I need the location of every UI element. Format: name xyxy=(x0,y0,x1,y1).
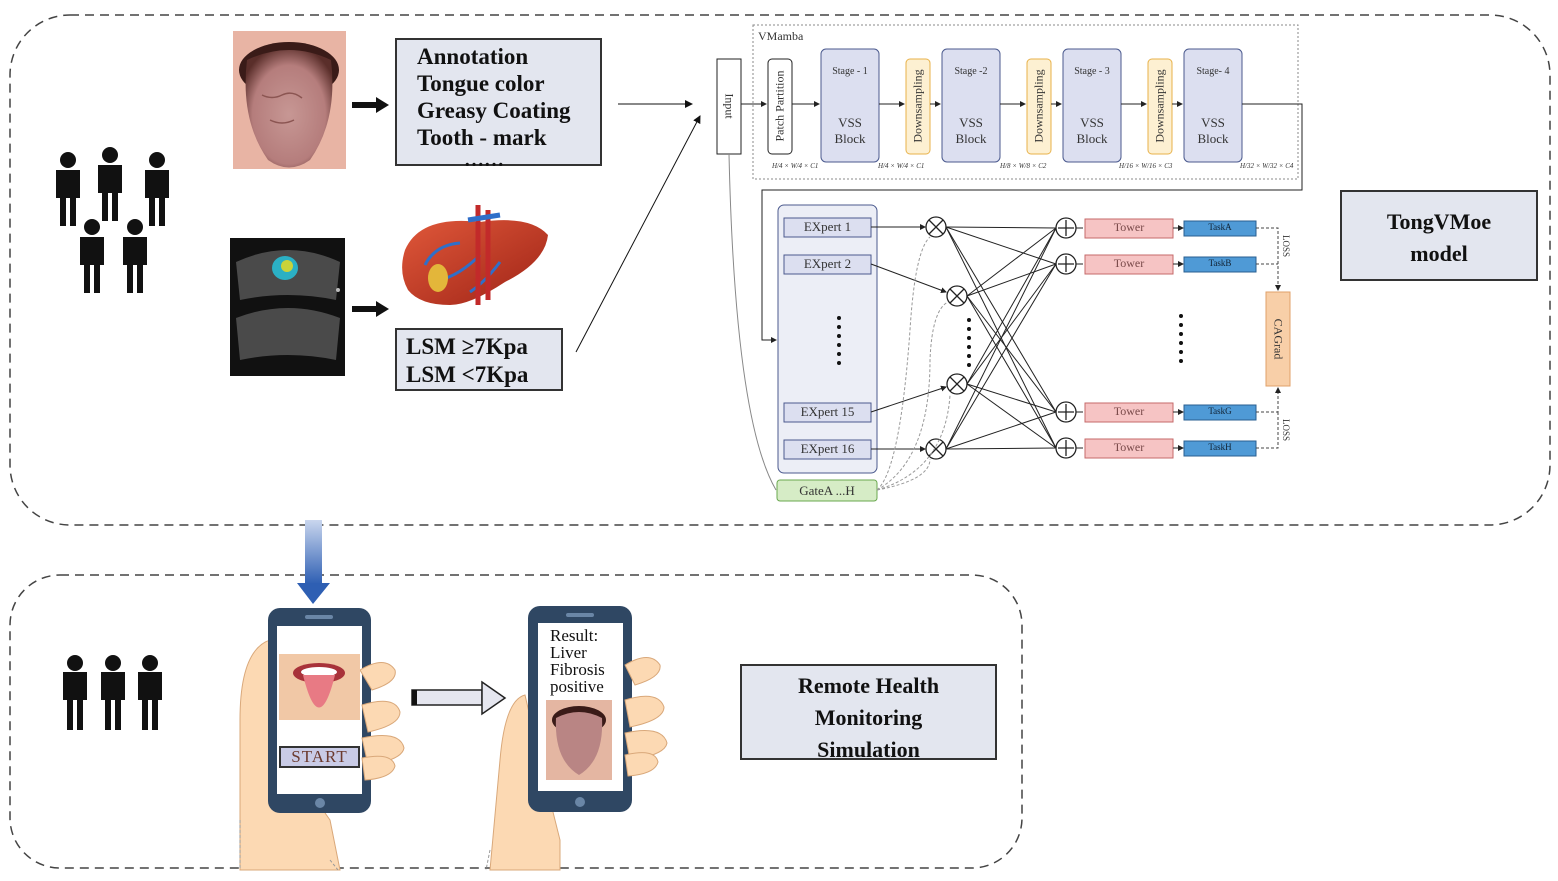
remote-label-line: Monitoring xyxy=(814,705,923,730)
arrow-ultrasound-to-lsm xyxy=(376,301,389,317)
gate-box xyxy=(776,479,878,502)
dim-label: H/16 × W/16 × C3 xyxy=(1119,162,1173,170)
dim-label: H/8 × W/8 × C2 xyxy=(1000,162,1047,170)
result-line: Result: xyxy=(550,626,599,645)
dim-label: H/4 × W/4 × C1 xyxy=(878,162,925,170)
patch-partition-label: Patch Partition xyxy=(772,70,787,142)
multiply-nodes xyxy=(925,216,968,460)
loss-label: LOSS xyxy=(1281,418,1291,442)
remote-label-line: Remote Health xyxy=(797,673,940,698)
expert-label: EXpert 2 xyxy=(803,256,852,271)
annotation-box: Annotation Tongue color Greasy Coating T… xyxy=(395,38,602,171)
start-button[interactable]: START xyxy=(279,746,360,768)
patch-partition-box xyxy=(767,58,793,155)
ultrasound-image xyxy=(230,238,345,376)
arrow-lsm-to-input xyxy=(575,115,701,353)
input-box xyxy=(716,58,742,155)
task-label: TaskG xyxy=(1208,406,1232,416)
stage-label: Stage - 1 xyxy=(832,66,868,77)
arrow-phone-to-phone xyxy=(411,680,507,716)
task-label: TaskH xyxy=(1208,442,1232,452)
downsampling-label: Downsampling xyxy=(1152,69,1167,143)
expert-boxes xyxy=(783,217,872,460)
block-text: Block xyxy=(955,131,987,146)
annotation-ellipsis: …… xyxy=(464,149,504,171)
result-line: Fibrosis xyxy=(550,660,605,679)
input-label: Input xyxy=(722,93,737,119)
vss-text: VSS xyxy=(838,115,862,130)
dim-label: H/32 × W/32 × C4 xyxy=(1240,162,1294,170)
annotation-line: Annotation xyxy=(417,44,529,69)
annotation-line: Greasy Coating xyxy=(417,98,571,123)
annotation-line: Tooth - mark xyxy=(417,125,547,150)
loss-label: LOSS xyxy=(1281,234,1291,258)
task-boxes xyxy=(1183,220,1257,457)
people-icon-group-bottom xyxy=(63,655,162,730)
down-arrow-head xyxy=(297,583,330,604)
model-label-line: model xyxy=(1410,241,1468,266)
tower-label: Tower xyxy=(1113,404,1145,418)
sum-nodes xyxy=(1055,217,1077,459)
result-line: Liver xyxy=(550,643,587,662)
tongue-photo xyxy=(233,31,346,169)
tower-label: Tower xyxy=(1113,220,1145,234)
lsm-box: LSM ≥7Kpa LSM <7Kpa xyxy=(395,328,563,391)
cagrad-label: CAGrad xyxy=(1271,318,1286,360)
model-label-box: TongVMoe model xyxy=(1340,190,1538,281)
task-label: TaskB xyxy=(1208,258,1232,268)
gate-label: GateA ...H xyxy=(799,483,855,498)
tower-boxes xyxy=(1084,218,1174,459)
expert-container xyxy=(777,204,878,474)
cagrad-box xyxy=(1265,291,1291,387)
multiply-ellipsis-dots xyxy=(967,318,971,367)
people-icon-group-top xyxy=(56,147,169,293)
vmamba-container xyxy=(752,24,1299,180)
vss-text: VSS xyxy=(1080,115,1104,130)
result-line: positive xyxy=(550,677,604,696)
expert-label: EXpert 16 xyxy=(800,441,855,456)
vmamba-title: VMamba xyxy=(758,29,804,43)
liver-illustration xyxy=(402,205,548,305)
tower-label: Tower xyxy=(1113,256,1145,270)
dim-label: H/4 × W/4 × C1 xyxy=(772,162,819,170)
model-label-line: TongVMoe xyxy=(1386,209,1492,234)
task-label: TaskA xyxy=(1208,222,1232,232)
arrow-tongue-to-annotation xyxy=(376,97,389,113)
tongue-photo-right xyxy=(546,700,612,780)
block-text: Block xyxy=(1197,131,1229,146)
lsm-line: LSM ≥7Kpa xyxy=(406,334,528,359)
lsm-line: LSM <7Kpa xyxy=(406,362,529,387)
tower-label: Tower xyxy=(1113,440,1145,454)
down-arrow-shaft xyxy=(305,520,322,584)
tower-ellipsis-dots xyxy=(1179,314,1183,363)
block-text: Block xyxy=(1076,131,1108,146)
downsampling-label: Downsampling xyxy=(1031,69,1046,143)
downsampling-label: Downsampling xyxy=(910,69,925,143)
annotation-line: Tongue color xyxy=(417,71,545,96)
stage-label: Stage -2 xyxy=(954,66,988,77)
top-panel-border xyxy=(9,14,1551,526)
vss-stages xyxy=(820,48,1243,163)
hand-left xyxy=(239,608,405,871)
result-text: Result: Liver Fibrosis positive xyxy=(550,627,626,695)
expert-label: EXpert 15 xyxy=(800,404,855,419)
vss-text: VSS xyxy=(1201,115,1225,130)
vss-text: VSS xyxy=(959,115,983,130)
face-photo-left xyxy=(279,654,360,720)
remote-label-box: Remote Health Monitoring Simulation xyxy=(740,664,997,762)
block-text: Block xyxy=(834,131,866,146)
stage-label: Stage - 3 xyxy=(1074,66,1110,77)
expert-label: EXpert 1 xyxy=(803,219,852,234)
stage-label: Stage- 4 xyxy=(1196,66,1230,77)
remote-label-line: Simulation xyxy=(817,737,920,762)
expert-ellipsis-dots xyxy=(837,316,841,365)
